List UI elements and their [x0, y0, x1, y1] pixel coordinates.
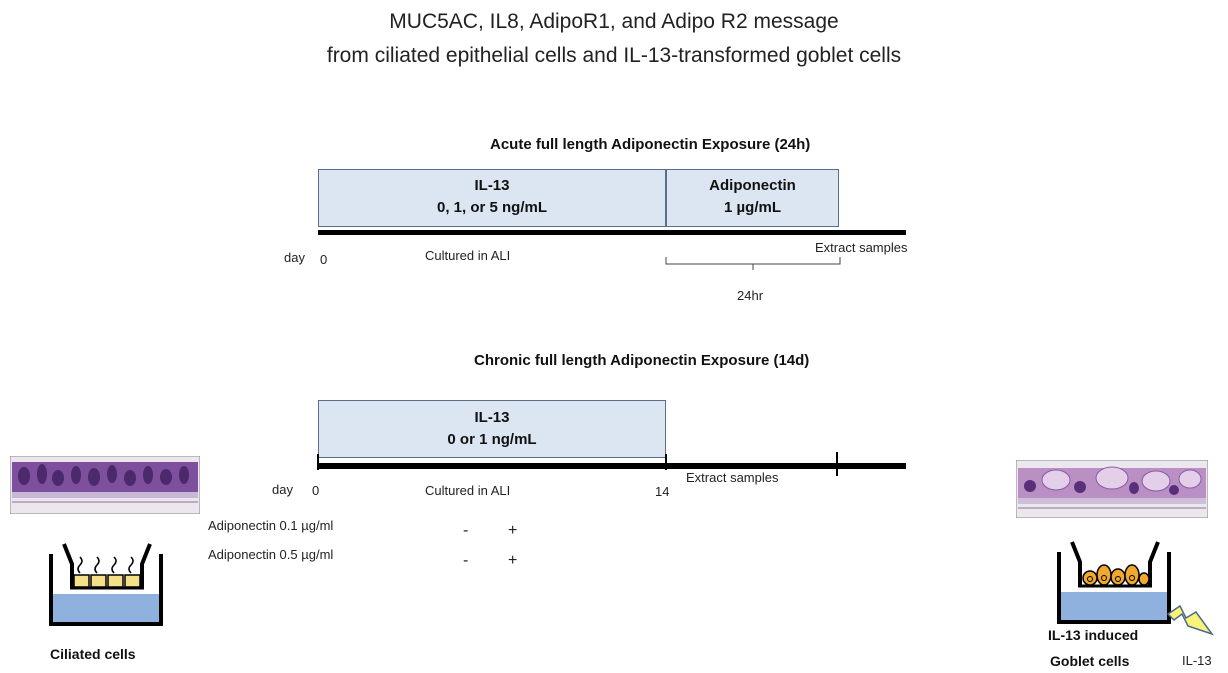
chronic-tick-extract	[836, 452, 838, 476]
figure-title-line-1: MUC5AC, IL8, AdipoR1, and Adipo R2 messa…	[389, 10, 839, 33]
chronic-timeline-bar	[318, 463, 906, 469]
treatment-row-label: Adiponectin 0.1 µg/ml	[208, 518, 334, 533]
acute-cultured-label: Cultured in ALI	[425, 248, 511, 263]
acute-adiponectin-box: Adiponectin 1 µg/mL	[666, 169, 839, 227]
chronic-day-end: 14	[655, 484, 670, 499]
acute-heading: Acute full length Adiponectin Exposure (…	[490, 136, 811, 153]
chronic-day-label: day	[272, 482, 293, 497]
chronic-il13-dose: 0 or 1 ng/mL	[447, 431, 537, 448]
acute-day-label: day	[284, 250, 305, 265]
goblet-caption-line-1: IL-13 induced	[1048, 627, 1139, 643]
chronic-il13-label: IL-13	[474, 409, 510, 426]
treatment-row-minus: -	[463, 522, 469, 539]
acute-adiponectin-label: Adiponectin	[709, 177, 796, 194]
acute-il13-dose: 0, 1, or 5 ng/mL	[436, 199, 548, 216]
chronic-tick-day14	[665, 454, 667, 470]
chronic-il13-box: IL-13 0 or 1 ng/mL	[318, 400, 666, 458]
il13-stimulus-label: IL-13	[1182, 653, 1212, 668]
chronic-tick-day0	[317, 454, 319, 470]
acute-extract-label: Extract samples	[815, 240, 908, 255]
chronic-cultured-label: Cultured in ALI	[425, 483, 511, 498]
ciliated-transwell-icon	[49, 543, 163, 626]
acute-il13-box: IL-13 0, 1, or 5 ng/mL	[318, 169, 666, 227]
acute-duration-bracket	[665, 257, 841, 270]
ciliated-histology-image	[10, 456, 200, 514]
goblet-transwell-icon	[1057, 541, 1214, 636]
treatment-row-minus: -	[463, 552, 469, 569]
goblet-caption-line-2: Goblet cells	[1050, 653, 1130, 669]
chronic-heading: Chronic full length Adiponectin Exposure…	[474, 352, 810, 369]
acute-day-start: 0	[320, 252, 328, 267]
acute-il13-label: IL-13	[474, 177, 510, 194]
ciliated-cells-caption: Ciliated cells	[50, 646, 136, 662]
goblet-histology-image	[1016, 460, 1208, 518]
acute-adiponectin-dose: 1 µg/mL	[724, 199, 781, 216]
treatment-row-label: Adiponectin 0.5 µg/ml	[208, 547, 334, 562]
figure-title-line-2: from ciliated epithelial cells and IL-13…	[326, 44, 902, 67]
chronic-day-start: 0	[312, 483, 320, 498]
chronic-extract-label: Extract samples	[686, 470, 779, 485]
acute-duration-label: 24hr	[737, 288, 764, 303]
lightning-icon	[1166, 604, 1214, 636]
treatment-row-plus: +	[508, 552, 518, 569]
treatment-row-plus: +	[508, 522, 518, 539]
acute-timeline-bar	[318, 230, 906, 235]
